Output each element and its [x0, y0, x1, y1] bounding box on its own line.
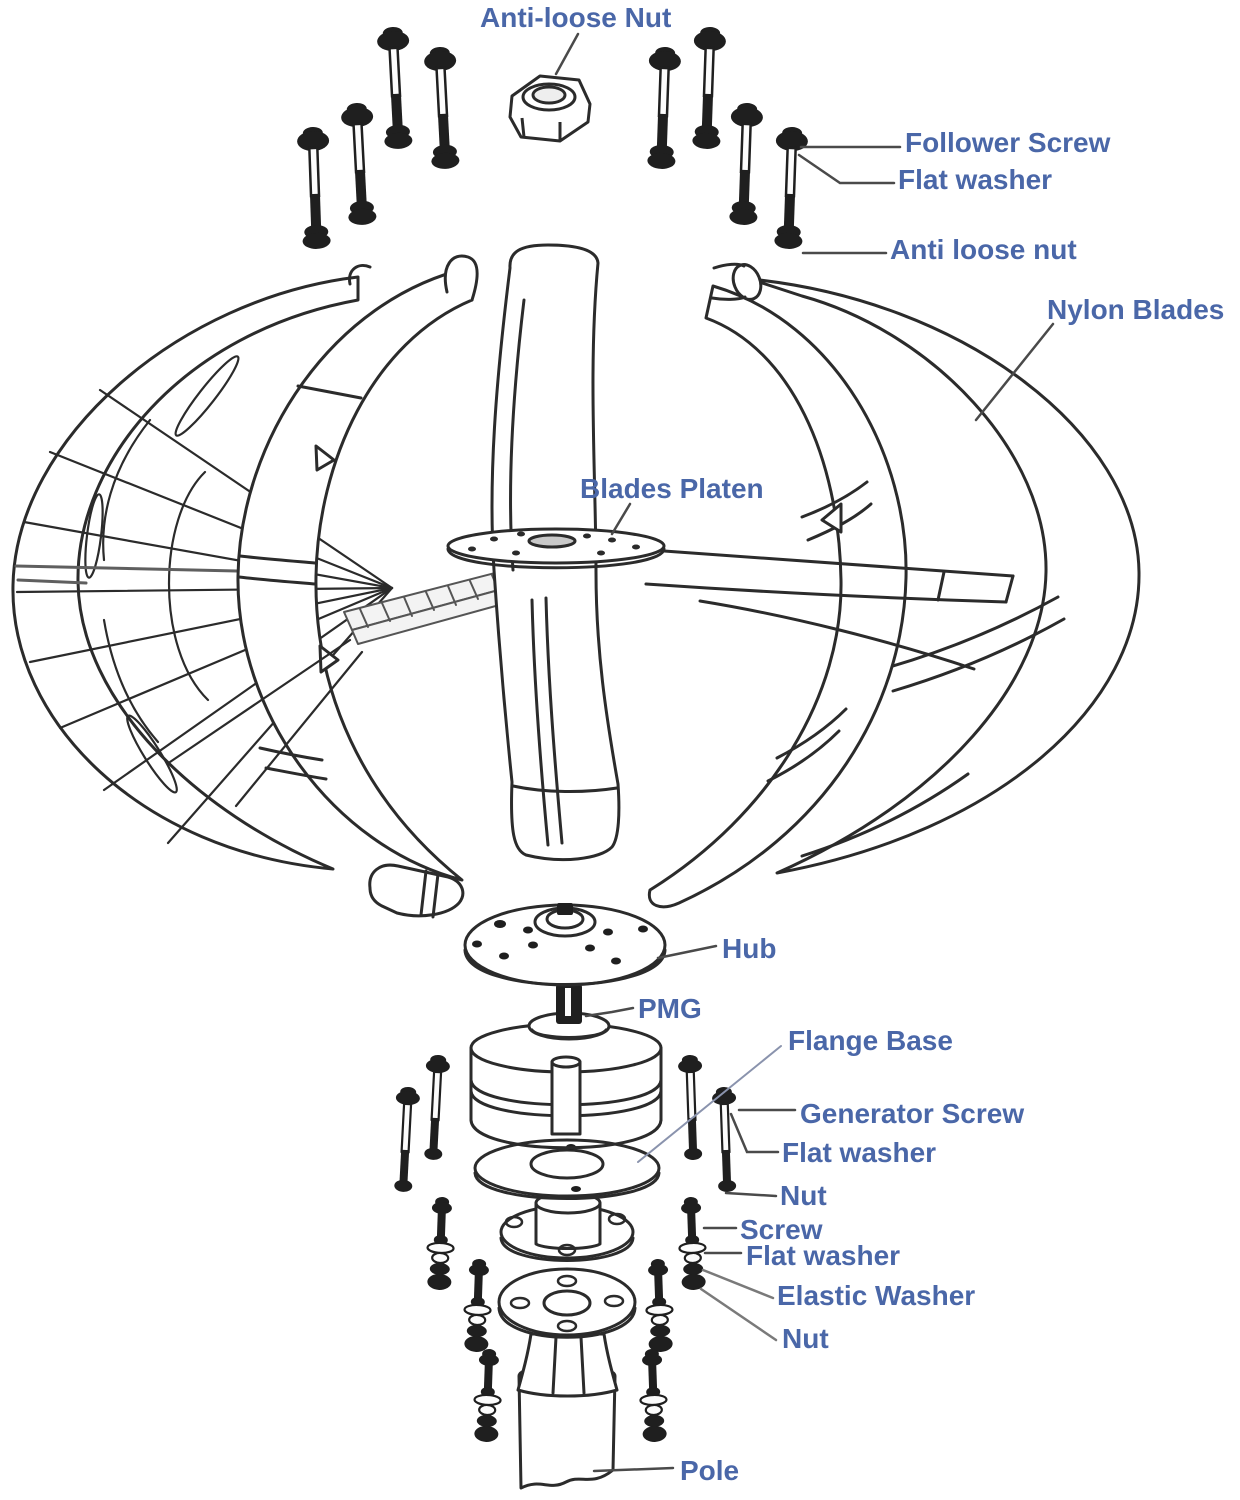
leader-elastic-washer	[701, 1268, 775, 1300]
label-hub: Hub	[722, 933, 776, 964]
left-blade-seams	[14, 564, 239, 585]
pmg-shaft	[527, 984, 611, 1041]
leader-hub	[656, 944, 718, 960]
screw-stack	[637, 1347, 670, 1444]
label-flat-washer-top: Flat washer	[898, 164, 1052, 195]
lower-flange	[499, 1191, 635, 1262]
leader-flange-base	[637, 1045, 782, 1163]
label-nylon-blades: Nylon Blades	[1047, 294, 1224, 325]
turbine-rotor	[11, 243, 1141, 919]
label-flange-base: Flange Base	[788, 1025, 953, 1056]
pole-flange	[497, 1267, 637, 1339]
leader-blades-platen	[610, 502, 632, 536]
label-blades-platen: Blades Platen	[580, 473, 764, 504]
leader-lines	[554, 32, 1055, 1473]
generator-screw-item	[676, 1053, 707, 1162]
follower-screw-bolt	[725, 101, 765, 227]
label-anti-loose-nut-right: Anti loose nut	[890, 234, 1077, 265]
leader-pole	[592, 1466, 675, 1473]
label-flat-washer-mid: Flat washer	[782, 1137, 936, 1168]
nylon-blade-left-inner	[236, 254, 479, 919]
generator-screw-item	[389, 1085, 422, 1194]
nylon-blade-right-outer	[748, 277, 1141, 875]
leader-flat-washer-mid	[729, 1112, 780, 1154]
screw-stack	[676, 1195, 709, 1292]
follower-screw-bolt	[688, 25, 728, 151]
follower-screw-bolts-right	[643, 25, 810, 251]
nylon-blade-right-inner	[647, 262, 908, 909]
leader-pmg	[584, 1006, 635, 1018]
part-labels: Anti-loose Nut Follower Screw Flat washe…	[480, 2, 1224, 1486]
follower-screw-bolt	[375, 24, 417, 151]
label-pole: Pole	[680, 1455, 739, 1486]
flange-base-plate	[473, 1138, 661, 1200]
follower-screw-bolt	[422, 44, 464, 171]
screw-stack	[643, 1257, 676, 1354]
label-nut-low: Nut	[782, 1323, 829, 1354]
label-follower-screw: Follower Screw	[905, 127, 1111, 158]
label-flat-washer-low: Flat washer	[746, 1240, 900, 1271]
label-pmg: PMG	[638, 993, 702, 1024]
screw-stack	[471, 1347, 504, 1444]
drive-train-assembly	[463, 903, 667, 1490]
leader-anti-loose-nut-top	[554, 32, 580, 76]
hub-truss	[168, 565, 533, 808]
nylon-blade-left-outer	[11, 264, 372, 871]
generator-screw-item	[419, 1053, 452, 1162]
pmg-generator	[469, 1022, 663, 1150]
anti-loose-hex-nut	[508, 74, 592, 143]
label-anti-loose-nut-top: Anti-loose Nut	[480, 2, 671, 33]
follower-screw-bolt	[770, 125, 810, 251]
platen-support-arm	[644, 549, 1015, 671]
label-screw: Screw	[740, 1214, 823, 1245]
label-nut-mid: Nut	[780, 1180, 827, 1211]
leader-nut-mid	[724, 1191, 778, 1198]
blades-platen-disc	[446, 527, 666, 570]
leader-flat-washer-top	[797, 153, 896, 185]
follower-screw-bolts-left	[295, 24, 464, 251]
leader-nut-low	[699, 1287, 778, 1342]
pole-cone-adapter	[516, 1332, 619, 1398]
screw-stack	[424, 1195, 457, 1292]
generator-screw-item	[710, 1085, 741, 1194]
leader-nylon-blades	[974, 322, 1055, 422]
label-generator-screw: Generator Screw	[800, 1098, 1024, 1129]
label-elastic-washer: Elastic Washer	[777, 1280, 975, 1311]
hub-disc	[463, 903, 667, 987]
screw-stack	[461, 1257, 494, 1354]
follower-screw-bolt	[295, 125, 335, 251]
follower-screw-bolt	[643, 45, 683, 171]
follower-screw-bolt	[339, 100, 381, 227]
